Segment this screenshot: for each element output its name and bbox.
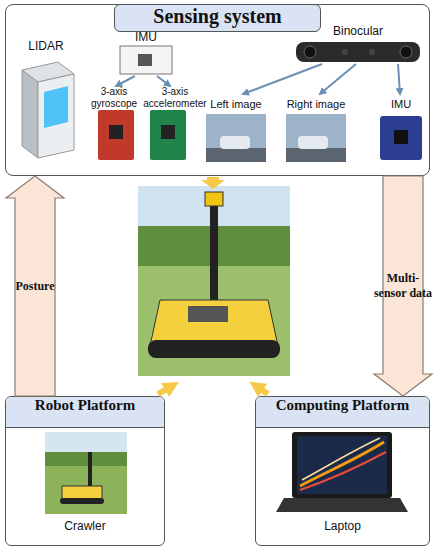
robot-body [150, 300, 278, 346]
accelerometer-board [150, 110, 186, 160]
crawler-body [62, 486, 102, 499]
yellow-arrow [256, 386, 268, 394]
laptop-base [276, 498, 408, 512]
lidar-window [44, 86, 68, 128]
light-streak [300, 442, 384, 486]
photo-caption: Crawler [6, 519, 164, 533]
block-arrow [6, 176, 64, 396]
yellow-arrow [158, 386, 172, 394]
laptop-icon [276, 432, 408, 512]
yellow-arrow [201, 177, 225, 189]
binocular-camera [243, 42, 420, 94]
image-sky [286, 114, 346, 162]
imu-split-arrow [157, 76, 170, 86]
lidar-side [22, 70, 38, 158]
laptop-lid [292, 432, 392, 498]
photo-trees [45, 452, 127, 466]
camera-lens [304, 46, 316, 58]
lidar-icon [22, 62, 74, 158]
image-car [298, 136, 328, 149]
imu-board [116, 46, 172, 86]
gyroscope-ic [109, 125, 123, 139]
camera-lens [400, 46, 412, 58]
photo-caption: Laptop [256, 519, 429, 533]
light-streak [302, 438, 380, 480]
image-car [220, 136, 250, 149]
image-road [206, 148, 266, 162]
imu-split-arrow [116, 76, 135, 86]
right-image [286, 114, 346, 162]
imu-chip-ic [394, 130, 408, 144]
camera-split-arrow [398, 64, 400, 94]
lidar-front [38, 74, 74, 158]
camera-body [296, 42, 420, 62]
robot-track [148, 340, 280, 358]
photo-sky [45, 432, 127, 452]
camera-split-arrow [320, 64, 356, 94]
box-heading: Computing Platform [256, 397, 429, 428]
camera-split-arrow [243, 64, 322, 94]
camera-sensor [342, 49, 348, 55]
photo-grass [45, 432, 127, 514]
robot-sensor-head [205, 192, 223, 206]
block-arrow [374, 176, 432, 396]
crawler-track [60, 498, 104, 504]
imu-chip-board [380, 116, 422, 160]
robot-payload [188, 306, 228, 322]
accelerometer-ic [161, 125, 175, 139]
left-image [206, 114, 266, 162]
gyroscope-chip [98, 110, 134, 160]
image-road [286, 148, 346, 162]
laptop-screen [297, 436, 387, 494]
camera-imu-chip [380, 116, 422, 160]
imu-board-chip [138, 54, 152, 66]
gyroscope-board [98, 110, 134, 160]
photo-field [138, 186, 290, 376]
box-title: Sensing system [114, 4, 321, 32]
crawler-photo [45, 432, 127, 514]
imu-board-body [120, 46, 172, 74]
crawler-pole [88, 452, 92, 490]
robot-pole [210, 198, 218, 306]
box-heading: Robot Platform [6, 397, 164, 428]
accelerometer-chip [150, 110, 186, 160]
camera-sensor [369, 49, 375, 55]
image-sky [206, 114, 266, 162]
robot-photo [138, 186, 290, 376]
